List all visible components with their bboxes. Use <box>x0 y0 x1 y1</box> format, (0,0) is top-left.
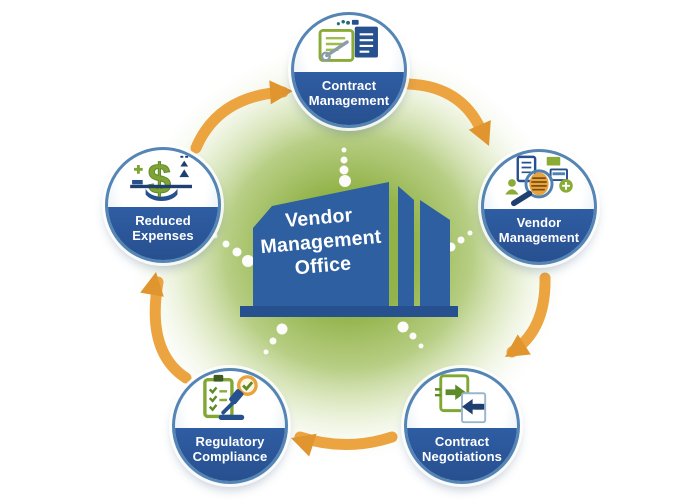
dotted-connector-bottom-right <box>397 321 424 349</box>
checklist-gavel-icon <box>175 371 285 428</box>
node-label: Vendor Management <box>484 209 594 262</box>
dollar-savings-icon: $ <box>108 150 218 207</box>
node-vendor-management: Vendor Management <box>481 149 597 265</box>
vendor-audit-magnifier-icon <box>484 152 594 209</box>
node-reduced-expenses: $ Reduced Expenses <box>105 147 221 263</box>
node-label: Regulatory Compliance <box>175 428 285 481</box>
node-regulatory-compliance: Regulatory Compliance <box>172 368 288 484</box>
node-contract-management: Contract Management <box>291 12 407 128</box>
arrow-bottomleft-to-left <box>149 276 192 384</box>
svg-text:$: $ <box>148 156 172 203</box>
arrow-heads <box>140 80 531 457</box>
node-label: Contract Management <box>294 72 404 125</box>
center-title: Vendor Management Office <box>259 204 383 279</box>
office-building-icon <box>240 182 458 317</box>
dotted-connector-top <box>339 147 351 187</box>
building-base <box>240 306 458 317</box>
document-exchange-arrows-icon <box>407 371 517 428</box>
arrow-top-to-right <box>402 78 488 138</box>
node-contract-negotiations: Contract Negotiations <box>404 368 520 484</box>
arrow-left-to-top <box>190 86 289 154</box>
contract-documents-icon <box>294 15 404 72</box>
node-label: Reduced Expenses <box>108 207 218 260</box>
node-label: Contract Negotiations <box>407 428 517 481</box>
dotted-connector-bottom-left <box>263 323 288 355</box>
